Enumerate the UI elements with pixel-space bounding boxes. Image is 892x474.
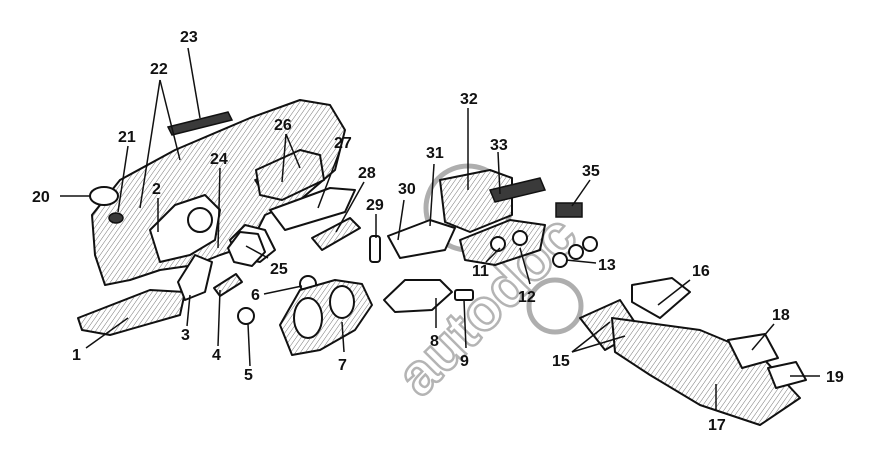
callout-17: 17 — [708, 417, 726, 434]
callout-20: 20 — [32, 189, 50, 206]
callout-30: 30 — [398, 181, 416, 198]
part-17-center-console — [611, 317, 801, 426]
part-3-bracket — [177, 254, 213, 301]
part-29-switch — [369, 235, 381, 263]
part-19-cup-holder — [767, 361, 807, 389]
callout-21: 21 — [118, 129, 136, 146]
callout-15: 15 — [552, 353, 570, 370]
leader-lines — [60, 47, 820, 410]
part-35-switch — [555, 202, 583, 218]
part-20-cap — [89, 186, 119, 206]
callout-33: 33 — [490, 137, 508, 154]
callout-29: 29 — [366, 197, 384, 214]
callout-6: 6 — [251, 287, 260, 304]
callout-28: 28 — [358, 165, 376, 182]
callout-9: 9 — [460, 353, 469, 370]
callout-18: 18 — [772, 307, 790, 324]
callout-5: 5 — [244, 367, 253, 384]
part-33-vents — [488, 177, 547, 203]
part-8-radio-box — [383, 279, 453, 313]
part-9-plug — [454, 289, 474, 301]
callout-31: 31 — [426, 145, 444, 162]
callout-16: 16 — [692, 263, 710, 280]
callout-7: 7 — [338, 357, 347, 374]
callout-1: 1 — [72, 347, 81, 364]
part-21-ring — [108, 212, 124, 224]
callout-22: 22 — [150, 61, 168, 78]
part-27-panel — [269, 187, 356, 231]
part-4-switch-block — [213, 273, 243, 297]
callout-13: 13 — [598, 257, 616, 274]
part-32-heater-block — [439, 169, 513, 233]
callout-12: 12 — [518, 289, 536, 306]
dashboard-body — [91, 99, 346, 286]
callout-2: 2 — [152, 181, 161, 198]
callout-23: 23 — [180, 29, 198, 46]
callout-labels: 1 2 3 4 5 6 7 8 9 11 12 13 15 16 17 18 1… — [32, 29, 844, 434]
callout-11: 11 — [472, 263, 489, 280]
callout-26: 26 — [274, 117, 292, 134]
part-26-vent — [255, 149, 325, 201]
callout-35: 35 — [582, 163, 600, 180]
part-30-bracket — [387, 219, 456, 259]
callout-3: 3 — [181, 327, 190, 344]
part-28-bracket — [311, 217, 361, 251]
part-1-lower-panel — [77, 289, 186, 336]
callout-32: 32 — [460, 91, 478, 108]
callout-19: 19 — [826, 369, 844, 386]
callout-4: 4 — [212, 347, 221, 364]
callout-24: 24 — [210, 151, 228, 168]
callout-25: 25 — [270, 261, 288, 278]
part-16-cover — [631, 277, 691, 319]
part-5-knob — [237, 307, 255, 325]
callout-27: 27 — [334, 135, 352, 152]
part-25-gauge — [227, 231, 266, 267]
part-13-knob — [552, 252, 568, 268]
callout-8: 8 — [430, 333, 439, 350]
part-18-lid — [727, 333, 779, 369]
part-23-vent-strip — [166, 111, 234, 136]
